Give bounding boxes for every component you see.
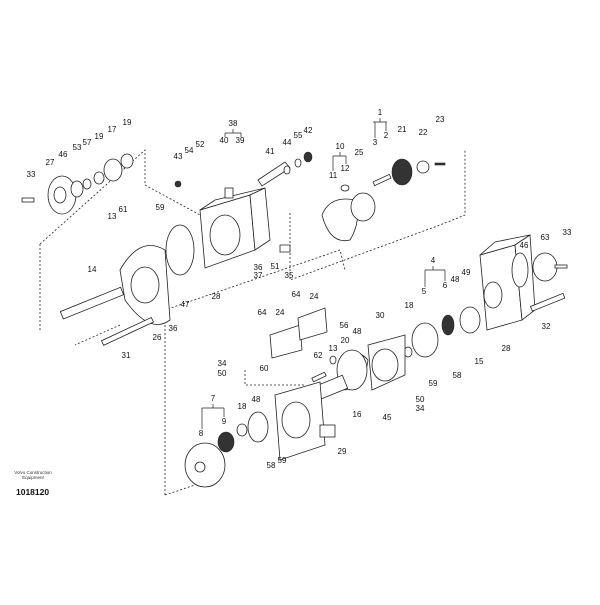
part-callout-42: 42 [303, 126, 313, 135]
part-callout-35: 35 [284, 271, 294, 280]
part-callout-30: 30 [375, 311, 385, 320]
part-callout-31: 31 [121, 351, 131, 360]
part-callout-21: 21 [397, 125, 407, 134]
part-callout-19: 19 [94, 132, 104, 141]
part-callout-16: 16 [352, 410, 362, 419]
part-callout-61: 61 [118, 205, 128, 214]
part-callout-32: 32 [541, 322, 551, 331]
part-callout-60: 60 [259, 364, 269, 373]
part-callout-50: 50 [415, 395, 425, 404]
part-callout-23: 23 [435, 115, 445, 124]
part-callout-25: 25 [354, 148, 364, 157]
part-callout-64: 64 [291, 290, 301, 299]
part-callout-13: 13 [107, 212, 117, 221]
part-callout-9: 9 [221, 417, 227, 426]
part-callout-45: 45 [382, 413, 392, 422]
part-callout-62: 62 [313, 351, 323, 360]
part-callout-28: 28 [501, 344, 511, 353]
part-callout-49: 49 [461, 268, 471, 277]
part-callout-3: 3 [372, 138, 378, 147]
part-callout-59: 59 [428, 379, 438, 388]
part-callout-34: 34 [415, 404, 425, 413]
part-callout-7: 7 [210, 394, 216, 403]
part-callout-26: 26 [152, 333, 162, 342]
part-callout-48: 48 [352, 327, 362, 336]
part-callout-46: 46 [519, 241, 529, 250]
part-callout-18: 18 [404, 301, 414, 310]
part-callout-22: 22 [418, 128, 428, 137]
part-callout-47: 47 [180, 300, 190, 309]
part-callout-11: 11 [328, 171, 338, 180]
part-callout-18: 18 [237, 402, 247, 411]
part-callout-15: 15 [474, 357, 484, 366]
part-callout-34: 34 [217, 359, 227, 368]
part-callout-20: 20 [340, 336, 350, 345]
part-callout-54: 54 [184, 146, 194, 155]
part-callout-48: 48 [450, 275, 460, 284]
part-callout-48: 48 [251, 395, 261, 404]
part-callout-33: 33 [26, 170, 36, 179]
part-callout-52: 52 [195, 140, 205, 149]
part-callout-10: 10 [335, 142, 345, 151]
part-callout-4: 4 [430, 256, 436, 265]
part-callout-58: 58 [266, 461, 276, 470]
part-callout-28: 28 [211, 292, 221, 301]
part-callout-14: 14 [87, 265, 97, 274]
part-callout-5: 5 [421, 287, 427, 296]
part-callout-59: 59 [277, 456, 287, 465]
part-callout-36: 36 [253, 263, 263, 272]
document-number: 1018120 [16, 487, 50, 497]
part-callout-46: 46 [58, 150, 68, 159]
part-callout-19: 19 [122, 118, 132, 127]
credit-line-1: Volvo Construction [14, 470, 52, 475]
part-callout-24: 24 [309, 292, 319, 301]
part-callout-56: 56 [339, 321, 349, 330]
part-callout-37: 37 [253, 271, 263, 280]
part-callout-39: 39 [235, 136, 245, 145]
part-callout-40: 40 [219, 136, 229, 145]
part-callout-29: 29 [337, 447, 347, 456]
part-callout-58: 58 [452, 371, 462, 380]
part-callout-8: 8 [198, 429, 204, 438]
part-callout-1: 1 [377, 108, 383, 117]
part-callout-2: 2 [383, 131, 389, 140]
part-callout-33: 33 [562, 228, 572, 237]
credit-line-2: Equipment [22, 475, 44, 481]
part-callout-6: 6 [442, 281, 448, 290]
part-callout-63: 63 [540, 233, 550, 242]
part-callout-17: 17 [107, 125, 117, 134]
part-callout-53: 53 [72, 143, 82, 152]
manufacturer-credit: Volvo Construction Equipment [14, 470, 52, 481]
part-callout-64: 64 [257, 308, 267, 317]
part-callout-41: 41 [265, 147, 275, 156]
part-callout-55: 55 [293, 131, 303, 140]
part-callout-24: 24 [275, 308, 285, 317]
part-callout-50: 50 [217, 369, 227, 378]
part-callout-27: 27 [45, 158, 55, 167]
part-callout-36: 36 [168, 324, 178, 333]
part-callout-43: 43 [173, 152, 183, 161]
part-callout-59: 59 [155, 203, 165, 212]
part-callout-44: 44 [282, 138, 292, 147]
part-callout-57: 57 [82, 138, 92, 147]
part-callout-13: 13 [328, 344, 338, 353]
part-callout-51: 51 [270, 262, 280, 271]
part-callout-12: 12 [340, 164, 350, 173]
part-callout-38: 38 [228, 119, 238, 128]
